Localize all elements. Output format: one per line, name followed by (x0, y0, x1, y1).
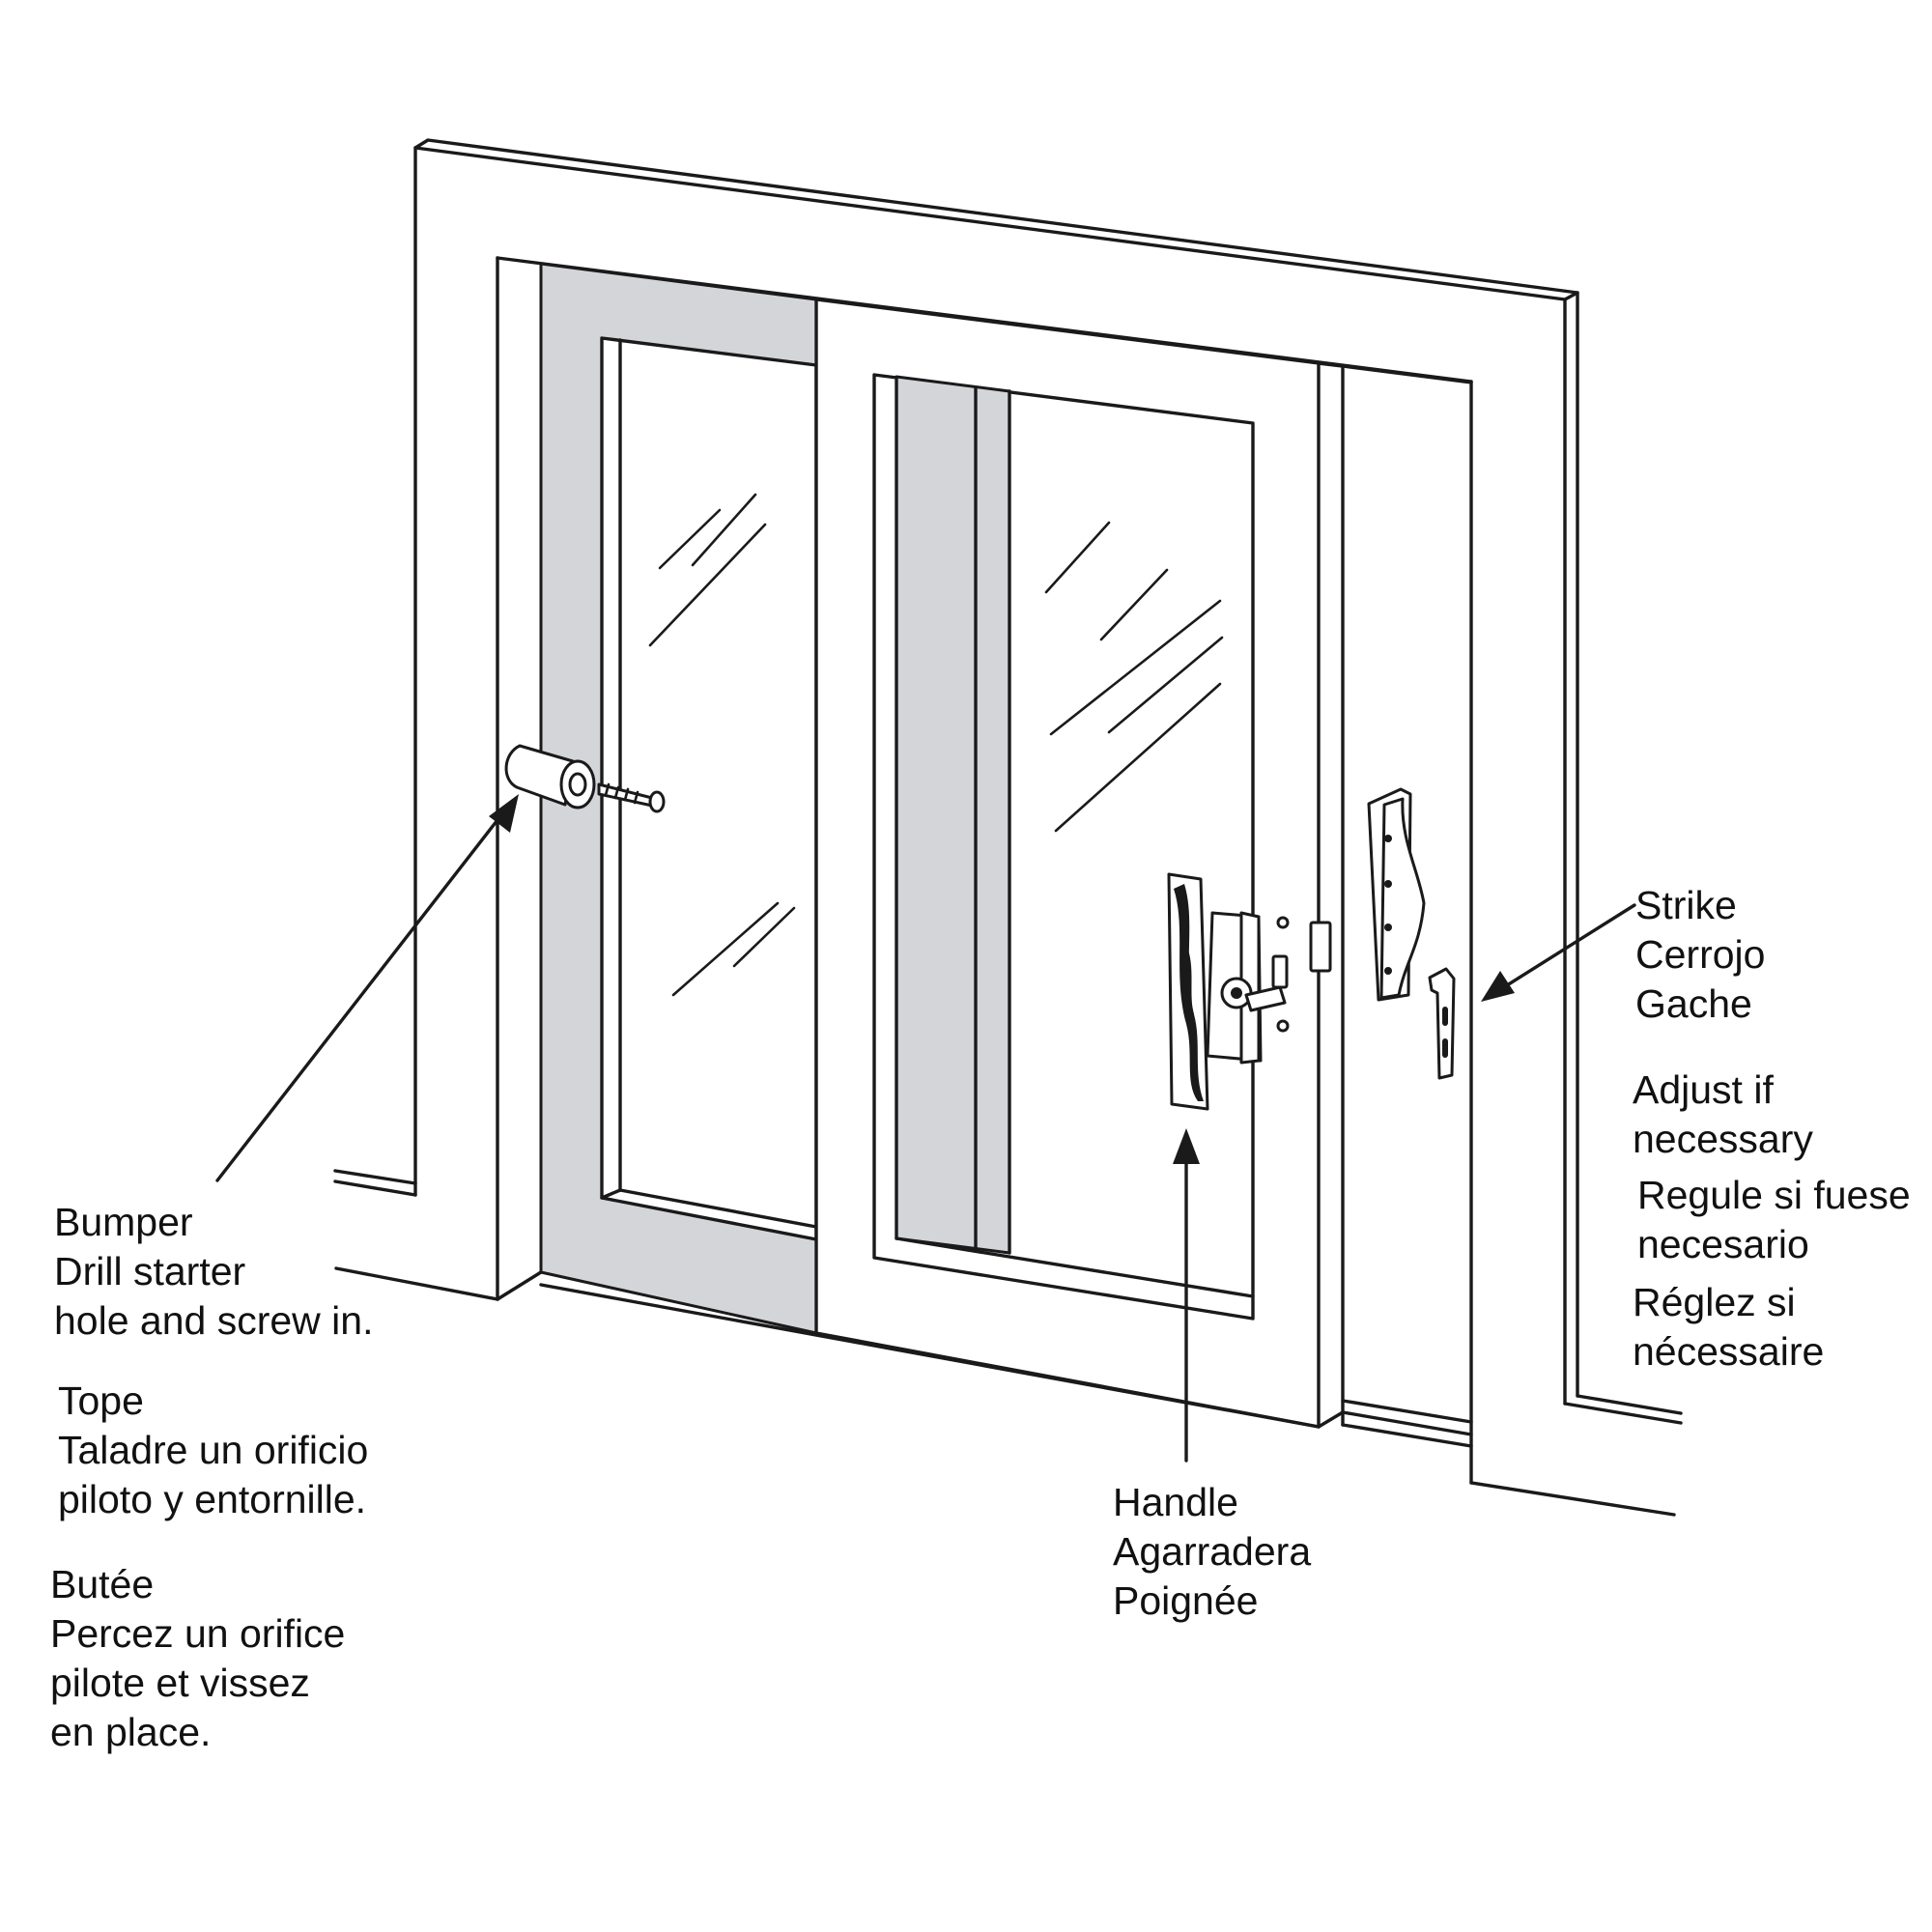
fixed-panel (539, 262, 818, 1335)
tope-label-line: piloto y entornille. (58, 1477, 367, 1521)
adjust-en-label-line: necessary (1633, 1117, 1813, 1161)
strike-callout-arrow (1481, 903, 1636, 1002)
bumper-label-line: Drill starter (54, 1249, 246, 1293)
butee-label-line: pilote et vissez (50, 1661, 310, 1705)
butee-label: Butée Percez un orifice pilote et vissez… (50, 1560, 345, 1757)
glass-reflections (648, 493, 1224, 997)
butee-label-line: Butée (50, 1562, 155, 1606)
screw-icon (597, 782, 666, 813)
adjust-es-label-line: necesario (1637, 1222, 1809, 1266)
door-handle-icon (1167, 872, 1332, 1111)
sliding-panel (814, 298, 1321, 1429)
handle-label-line: Agarradera (1113, 1529, 1312, 1574)
adjust-en-label: Adjust if necessary (1633, 1065, 1813, 1164)
handle-label: Handle Agarradera Poignée (1113, 1478, 1311, 1626)
adjust-es-label: Regule si fuese necesario (1637, 1171, 1911, 1269)
right-jamb (539, 361, 1473, 1448)
adjust-fr-label-line: Réglez si (1633, 1280, 1796, 1324)
door-strike-icon (1367, 787, 1456, 1080)
butee-label-line: en place. (50, 1710, 212, 1754)
handle-label-line: Poignée (1113, 1578, 1259, 1623)
adjust-fr-label: Réglez si nécessaire (1633, 1278, 1824, 1377)
tope-label-line: Taladre un orificio (58, 1428, 369, 1472)
adjust-es-label-line: Regule si fuese (1637, 1173, 1911, 1217)
door-bumper-icon (504, 744, 596, 810)
adjust-fr-label-line: nécessaire (1633, 1329, 1825, 1374)
handle-callout-arrow (1173, 1128, 1200, 1463)
tope-label: Tope Taladre un orificio piloto y entorn… (58, 1377, 368, 1524)
door-trim (333, 138, 1683, 1425)
bumper-callout-arrow (215, 794, 519, 1182)
bumper-label: Bumper Drill starter hole and screw in. (54, 1198, 373, 1346)
bumper-label-line: Bumper (54, 1200, 193, 1244)
handle-label-line: Handle (1113, 1480, 1238, 1524)
strike-label-line: Gache (1635, 981, 1752, 1026)
butee-label-line: Percez un orifice (50, 1611, 346, 1656)
strike-label-line: Cerrojo (1635, 932, 1766, 977)
strike-label-line: Strike (1635, 883, 1737, 927)
strike-label: Strike Cerrojo Gache (1635, 881, 1765, 1029)
bumper-label-line: hole and screw in. (54, 1298, 374, 1343)
tope-label-line: Tope (58, 1378, 144, 1423)
adjust-en-label-line: Adjust if (1633, 1067, 1774, 1112)
